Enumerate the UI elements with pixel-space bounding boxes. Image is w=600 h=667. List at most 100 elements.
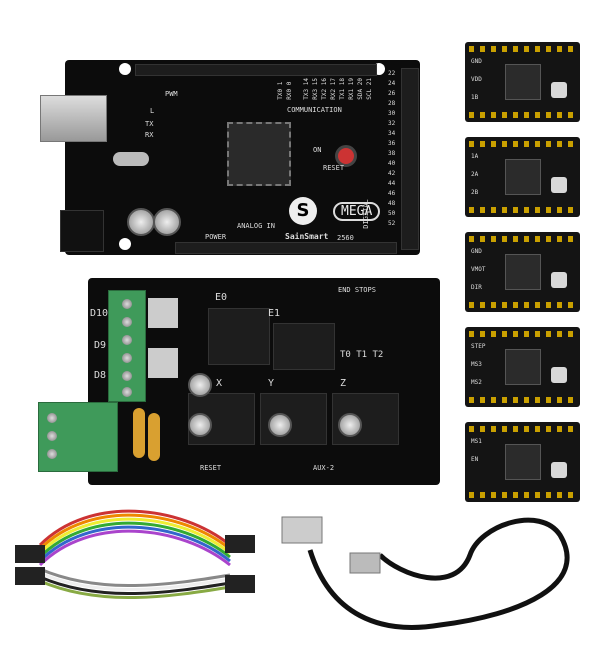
digital-header-side: [401, 68, 419, 250]
connector: [15, 545, 45, 563]
pin-label: TX0 1: [277, 81, 284, 100]
model-label: MEGA: [333, 202, 381, 221]
reset-label: RESET: [323, 164, 345, 172]
pin-label: RX1 19: [348, 78, 355, 100]
pin-label: 22: [388, 70, 396, 77]
driver-pin-label: VMOT: [471, 266, 486, 273]
driver-chip: [505, 349, 541, 385]
pin-label: 26: [388, 90, 396, 97]
dc-power-jack: [60, 210, 104, 252]
mounting-hole: [119, 238, 131, 250]
pin-label: 48: [388, 200, 396, 207]
pin-label: TX3 14: [303, 78, 310, 100]
driver-chip: [505, 444, 541, 480]
stepper-driver-board: GND VDD 1B: [465, 42, 580, 122]
capacitor: [338, 413, 362, 437]
pin-label: 52: [388, 220, 396, 227]
d8-label: D8: [94, 370, 107, 381]
driver-chip: [505, 159, 541, 195]
driver-pin-label: MS2: [471, 379, 482, 386]
connector: [225, 575, 255, 593]
stepper-driver-board: GND VMOT DIR: [465, 232, 580, 312]
x-label: X: [216, 378, 223, 389]
mega-board: S MEGA SainSmart 2560 COMMUNICATION PWM …: [65, 60, 420, 255]
pin-label: 40: [388, 160, 396, 167]
driver-pin-label: DIR: [471, 284, 482, 291]
endstops-label: END STOPS: [338, 286, 376, 294]
pin-label: 38: [388, 150, 396, 157]
connector: [15, 567, 45, 585]
pin-label: RX0 0: [286, 81, 293, 100]
rx-label: RX: [145, 131, 154, 139]
capacitor: [153, 208, 181, 236]
connector: [225, 535, 255, 553]
reset-button[interactable]: [335, 145, 357, 167]
driver-socket-e1: [273, 323, 335, 370]
usb-b-port: [40, 95, 107, 142]
potentiometer[interactable]: [551, 272, 567, 288]
pin-label: SDA 20: [357, 78, 364, 100]
aux-label: AUX-2: [313, 464, 335, 472]
pin-label: 30: [388, 110, 396, 117]
driver-pin-label: 2A: [471, 171, 479, 178]
driver-pin-label: 1B: [471, 94, 479, 101]
sainsmart-logo: S: [289, 197, 317, 225]
mosfet-heatsink: [148, 298, 178, 328]
pin-label: 44: [388, 180, 396, 187]
e1-label: E1: [268, 308, 281, 319]
atmega-chip: [227, 122, 291, 186]
y-label: Y: [268, 378, 275, 389]
potentiometer[interactable]: [551, 367, 567, 383]
driver-pin-label: EN: [471, 456, 479, 463]
e0-label: E0: [215, 292, 228, 303]
l-label: L: [150, 107, 155, 115]
ramps-board: E0 E1 X Y Z END STOPS D10 D9 D8 T0 T1 T2…: [88, 278, 440, 485]
z-label: Z: [340, 378, 347, 389]
usb-a-plug: [281, 516, 323, 544]
pin-label: 28: [388, 100, 396, 107]
digital-header-top: [135, 64, 377, 76]
pin-label: 36: [388, 140, 396, 147]
power-label: POWER: [205, 233, 227, 241]
mounting-hole: [119, 63, 131, 75]
driver-pin-label: VDD: [471, 76, 482, 83]
usb-b-plug: [349, 552, 381, 574]
driver-pin-label: 2B: [471, 189, 479, 196]
driver-pin-label: 1A: [471, 153, 479, 160]
crystal: [113, 152, 149, 166]
pin-label: 50: [388, 210, 396, 217]
driver-chip: [505, 64, 541, 100]
pin-label: TX1 18: [339, 78, 346, 100]
driver-pin-label: GND: [471, 58, 482, 65]
driver-pin-label: MS3: [471, 361, 482, 368]
driver-chip: [505, 254, 541, 290]
model-number: 2560: [337, 234, 354, 242]
tx-label: TX: [145, 120, 154, 128]
mosfet-heatsink: [148, 348, 178, 378]
digital-label: DIGITAL: [361, 199, 370, 229]
pin-label: RX2 17: [330, 78, 337, 100]
power-terminal-block: [38, 402, 118, 472]
potentiometer[interactable]: [551, 462, 567, 478]
analog-label: ANALOG IN: [237, 222, 275, 230]
brand-label: SainSmart: [285, 232, 329, 241]
driver-pin-label: GND: [471, 248, 482, 255]
power-analog-header: [175, 242, 397, 254]
potentiometer[interactable]: [551, 82, 567, 98]
fuse: [148, 413, 160, 461]
reset-label: RESET: [200, 464, 222, 472]
capacitor: [188, 413, 212, 437]
output-terminal-block: [108, 290, 146, 402]
pin-label: 46: [388, 190, 396, 197]
thermistor-label: T0 T1 T2: [340, 350, 384, 360]
fuse: [133, 408, 145, 458]
jumper-ribbon-cable: [38, 509, 231, 600]
pin-label: TX2 16: [321, 78, 328, 100]
pin-label: 34: [388, 130, 396, 137]
capacitor: [127, 208, 155, 236]
potentiometer[interactable]: [551, 177, 567, 193]
usb-cable: [307, 517, 570, 630]
driver-pin-label: MS1: [471, 438, 482, 445]
